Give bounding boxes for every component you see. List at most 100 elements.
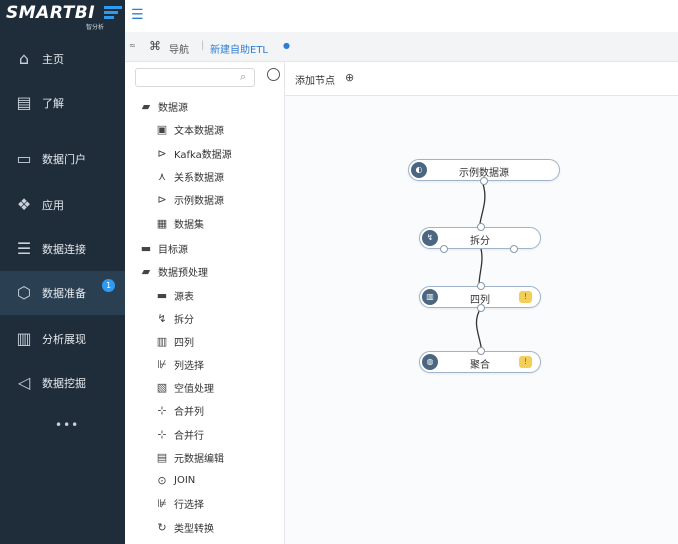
unsaved-dot-icon: ● [283, 41, 290, 50]
tree-item[interactable]: ▬目标源 [139, 237, 188, 259]
tab-navigation[interactable]: 导航 [169, 45, 189, 56]
dataset-icon: ▦ [156, 216, 168, 230]
collapse-icon[interactable]: ≈ [129, 41, 136, 50]
row-select-icon: ⊯ [157, 496, 167, 510]
nav-item-learn[interactable]: ▤ 了解 [0, 81, 125, 125]
source-node-icon: ◐ [411, 162, 427, 178]
nav-item-data-connection[interactable]: ☰ 数据连接 [0, 227, 125, 271]
tree-item-label: 合并行 [174, 430, 204, 442]
nav-item-mining[interactable]: ◁ 数据挖掘 [0, 361, 125, 405]
nav-item-apps[interactable]: ❖ 应用 [0, 183, 125, 227]
merge-column-icon: ⊹ [157, 403, 167, 417]
canvas-toolbar: 添加节点 ⊕ [285, 62, 678, 96]
flow-canvas[interactable]: ◐ 示例数据源 ↯ 拆分 ▥ 四列 ! ◍ 聚合 ! [285, 96, 678, 544]
warning-icon[interactable]: ! [519, 291, 532, 303]
brand-name: SMARTBI [6, 3, 96, 23]
merge-row-icon: ⊹ [157, 427, 167, 441]
brand-logo[interactable]: SMARTBI 智分析 [4, 3, 125, 31]
breadcrumb: ≈ ⌘ 导航 | 新建自助ETL ● [125, 32, 678, 62]
tree-item-label: 四列 [174, 337, 194, 349]
nav-item-home[interactable]: ⌂ 主页 [0, 37, 125, 81]
apps-icon: ❖ [16, 195, 32, 214]
type-convert-icon: ↻ [157, 520, 167, 534]
tab-new-etl[interactable]: 新建自助ETL [210, 45, 268, 56]
nav-label: 数据挖掘 [42, 377, 86, 390]
tree-item[interactable]: ⊮列选择 [155, 353, 204, 375]
nav-item-data-prep[interactable]: ⬡ 数据准备 1 [0, 271, 125, 315]
output-port[interactable] [440, 245, 448, 253]
brand-subtitle: 智分析 [86, 24, 105, 31]
notification-badge: 1 [102, 279, 115, 292]
warning-icon[interactable]: ! [519, 356, 532, 368]
nav-label: 分析展现 [42, 333, 86, 346]
column-icon: ▥ [156, 334, 168, 348]
nav-label: 数据连接 [42, 243, 86, 256]
search-input[interactable] [135, 68, 255, 87]
flow-node[interactable]: ◍ 聚合 ! [419, 347, 541, 373]
tree-item[interactable]: ↯拆分 [155, 307, 194, 329]
relational-icon: ⋏ [157, 169, 167, 183]
tree-item[interactable]: ▦ 数据集 [155, 212, 204, 234]
join-icon: ⊙ [157, 473, 167, 487]
flow-node[interactable]: ▥ 四列 ! [419, 282, 541, 312]
refresh-icon[interactable] [267, 68, 280, 81]
monitor-icon: ▭ [16, 149, 32, 168]
add-node-button[interactable]: 添加节点 [295, 76, 335, 87]
aggregate-node-icon: ◍ [422, 354, 438, 370]
nav-item-data-portal[interactable]: ▭ 数据门户 [0, 137, 125, 181]
input-port[interactable] [477, 347, 485, 355]
output-port[interactable] [477, 304, 485, 312]
navigation-icon: ⌘ [149, 39, 161, 53]
flow-node[interactable]: ↯ 拆分 [419, 223, 541, 253]
tree-item[interactable]: ⊳Kafka数据源 [155, 142, 231, 164]
tree-item-label: 源表 [174, 291, 194, 303]
nav-label: 数据门户 [42, 153, 86, 166]
column-node-icon: ▥ [422, 289, 438, 305]
input-port[interactable] [477, 282, 485, 290]
tree-item[interactable]: ⋏关系数据源 [155, 165, 224, 187]
home-icon: ⌂ [18, 49, 30, 68]
tree-item-label: 数据源 [158, 102, 188, 114]
tree-item[interactable]: ▥ 四列 [155, 330, 194, 352]
tree-item[interactable]: ⊹合并列 [155, 399, 204, 421]
tree-item[interactable]: ▬源表 [155, 284, 194, 306]
resource-tree: ⌕ ▰数据源 ▣文本数据源 ⊳Kafka数据源 ⋏关系数据源 ⊳示例数据源 ▦数… [125, 62, 285, 544]
tree-item-label: JOIN [174, 474, 196, 486]
breadcrumb-separator: | [201, 40, 205, 51]
menu-toggle-icon[interactable]: ☰ [131, 7, 144, 23]
metadata-icon: ▤ [156, 450, 168, 464]
tree-item[interactable]: ▧空值处理 [155, 376, 214, 398]
tree-item[interactable]: ▰数据源 [139, 95, 188, 117]
tree-item[interactable]: ⊙ JOIN [155, 469, 195, 491]
tree-item[interactable]: ⊹ 合并行 [155, 423, 204, 445]
split-node-icon: ↯ [422, 230, 438, 246]
null-handle-icon: ▧ [156, 380, 168, 394]
tree-item[interactable]: ⊳示例数据源 [155, 188, 224, 210]
search-icon[interactable]: ⌕ [240, 70, 247, 83]
flow-node-label: 四列 [470, 295, 490, 306]
tree-item[interactable]: ▤ 元数据编辑 [155, 446, 224, 468]
flow-node[interactable]: ◐ 示例数据源 [408, 159, 560, 185]
tree-item-label: 示例数据源 [174, 195, 224, 207]
tree-item-label: 数据预处理 [158, 267, 208, 279]
tree-item-label: 数据集 [174, 219, 204, 231]
nav-item-analysis[interactable]: ▥ 分析展现 [0, 317, 125, 361]
output-port[interactable] [480, 177, 488, 185]
folder-open-icon: ▰ [141, 264, 151, 278]
tree-item-label: 拆分 [174, 314, 194, 326]
brand-mark-icon [104, 6, 122, 20]
tree-item-label: 元数据编辑 [174, 453, 224, 465]
input-port[interactable] [477, 223, 485, 231]
more-icon[interactable]: ••• [55, 418, 80, 432]
tree-item[interactable]: ⊯ 行选择 [155, 492, 204, 514]
kafka-icon: ⊳ [157, 146, 167, 160]
tree-item[interactable]: ▰ 数据预处理 [139, 260, 208, 282]
add-icon[interactable]: ⊕ [345, 71, 355, 84]
tree-item[interactable]: ▣文本数据源 [155, 118, 224, 140]
tree-item-label: 目标源 [158, 244, 188, 256]
tree-item-label: 行选择 [174, 499, 204, 511]
nav-label: 了解 [42, 97, 64, 110]
tree-item[interactable]: ↻类型转换 [155, 516, 214, 538]
side-navigation: SMARTBI 智分析 ⌂ 主页 ▤ 了解 ▭ 数据门户 ❖ 应用 ☰ 数据连接… [0, 0, 125, 544]
output-port[interactable] [510, 245, 518, 253]
